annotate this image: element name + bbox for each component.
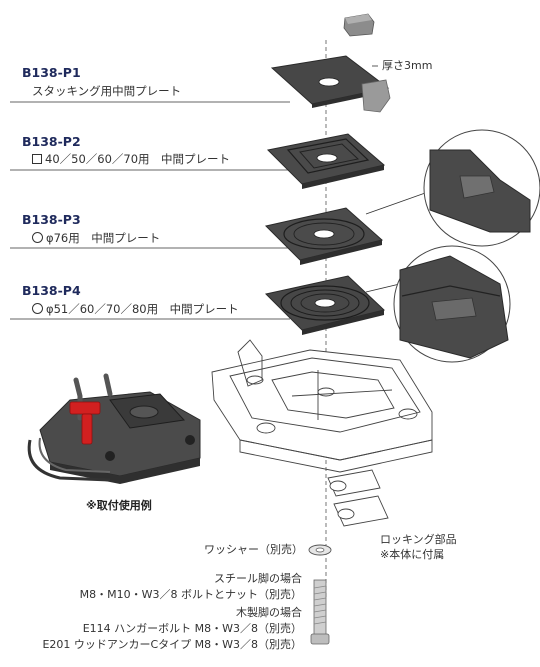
wood-leg-title: 木製脚の場合 <box>236 606 302 619</box>
leader-lines <box>10 65 429 320</box>
locking-part-note: ※本体に付属 <box>380 548 445 561</box>
mounting-example-illustration <box>27 373 201 484</box>
part-code-p3: B138-P3 <box>22 212 81 227</box>
part-code-p2: B138-P2 <box>22 134 81 149</box>
circle-icon <box>32 303 43 314</box>
wood-leg-line2: E201 ウッドアンカーCタイプ M8・W3／8（別売） <box>42 638 302 651</box>
washer <box>308 544 332 556</box>
part-desc-p2: 40／50／60／70用 中間プレート <box>32 152 231 166</box>
part-desc-p4: φ51／60／70／80用 中間プレート <box>32 303 239 316</box>
example-caption: ※取付使用例 <box>86 499 152 512</box>
steel-leg-detail: M8・M10・W3／8 ボルトとナット（別売） <box>79 588 302 601</box>
steel-leg-title: スチール脚の場合 <box>214 572 302 585</box>
thickness-note: 厚さ3mm <box>382 59 433 72</box>
part-desc-p3: φ76用 中間プレート <box>32 232 160 245</box>
locking-part-name: ロッキング部品 <box>380 533 457 546</box>
bolt <box>310 579 330 645</box>
plate-p3 <box>265 207 384 265</box>
plate-p1 <box>270 55 391 113</box>
part-desc-p3-text: φ76用 中間プレート <box>46 231 161 245</box>
square-icon <box>32 154 42 164</box>
plate-p2 <box>266 133 386 189</box>
circle-icon <box>32 232 43 243</box>
part-desc-p1: スタッキング用中間プレート <box>32 84 182 98</box>
part-code-p4: B138-P4 <box>22 283 81 298</box>
detail-callout-p3 <box>423 129 540 247</box>
wood-leg-line1: E114 ハンガーボルト M8・W3／8（別売） <box>82 622 302 635</box>
part-desc-p4-text: φ51／60／70／80用 中間プレート <box>46 302 239 316</box>
washer-label: ワッシャー（別売） <box>204 543 303 556</box>
part-desc-p2-text: 40／50／60／70用 中間プレート <box>45 152 231 166</box>
part-code-p1: B138-P1 <box>22 65 81 80</box>
plate-p4 <box>265 275 386 335</box>
locking-parts <box>327 469 389 527</box>
base-outline <box>211 339 433 473</box>
detail-callout-p4 <box>393 245 511 363</box>
lock-cap-top <box>343 13 375 37</box>
